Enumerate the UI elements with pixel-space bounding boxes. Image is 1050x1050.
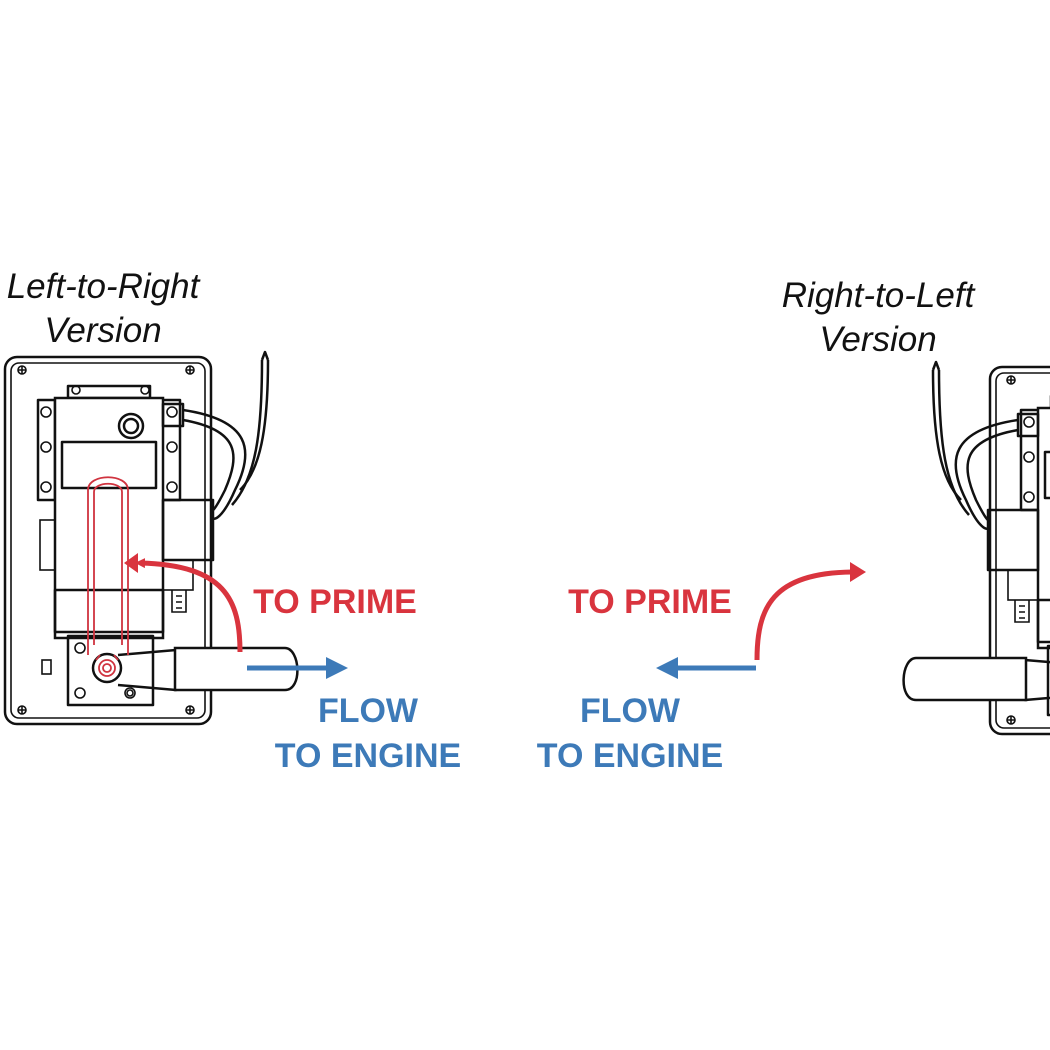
left-title-line2: Version [44,311,161,350]
left-prime-arrow [135,558,243,653]
right-flow-label-line2: TO ENGINE [537,737,723,775]
right-flow-label-line1: FLOW [580,692,681,730]
left-flow-label-line1: FLOW [318,692,419,730]
right-to-left-unit: Right-to-Left Version TO PRIME FLOW TO E… [537,276,1050,775]
left-flow-label-line2: TO ENGINE [275,737,461,775]
right-pump-drawing [902,360,1050,736]
left-prime-label: TO PRIME [253,583,417,621]
right-title-line2: Version [819,320,936,359]
left-title-line1: Left-to-Right [7,267,201,306]
right-prime-arrow [754,569,853,661]
right-title-line1: Right-to-Left [782,276,976,315]
left-to-right-unit: Left-to-Right Version TO PRIME FLOW TO E… [3,267,461,775]
right-prime-label: TO PRIME [568,583,732,621]
